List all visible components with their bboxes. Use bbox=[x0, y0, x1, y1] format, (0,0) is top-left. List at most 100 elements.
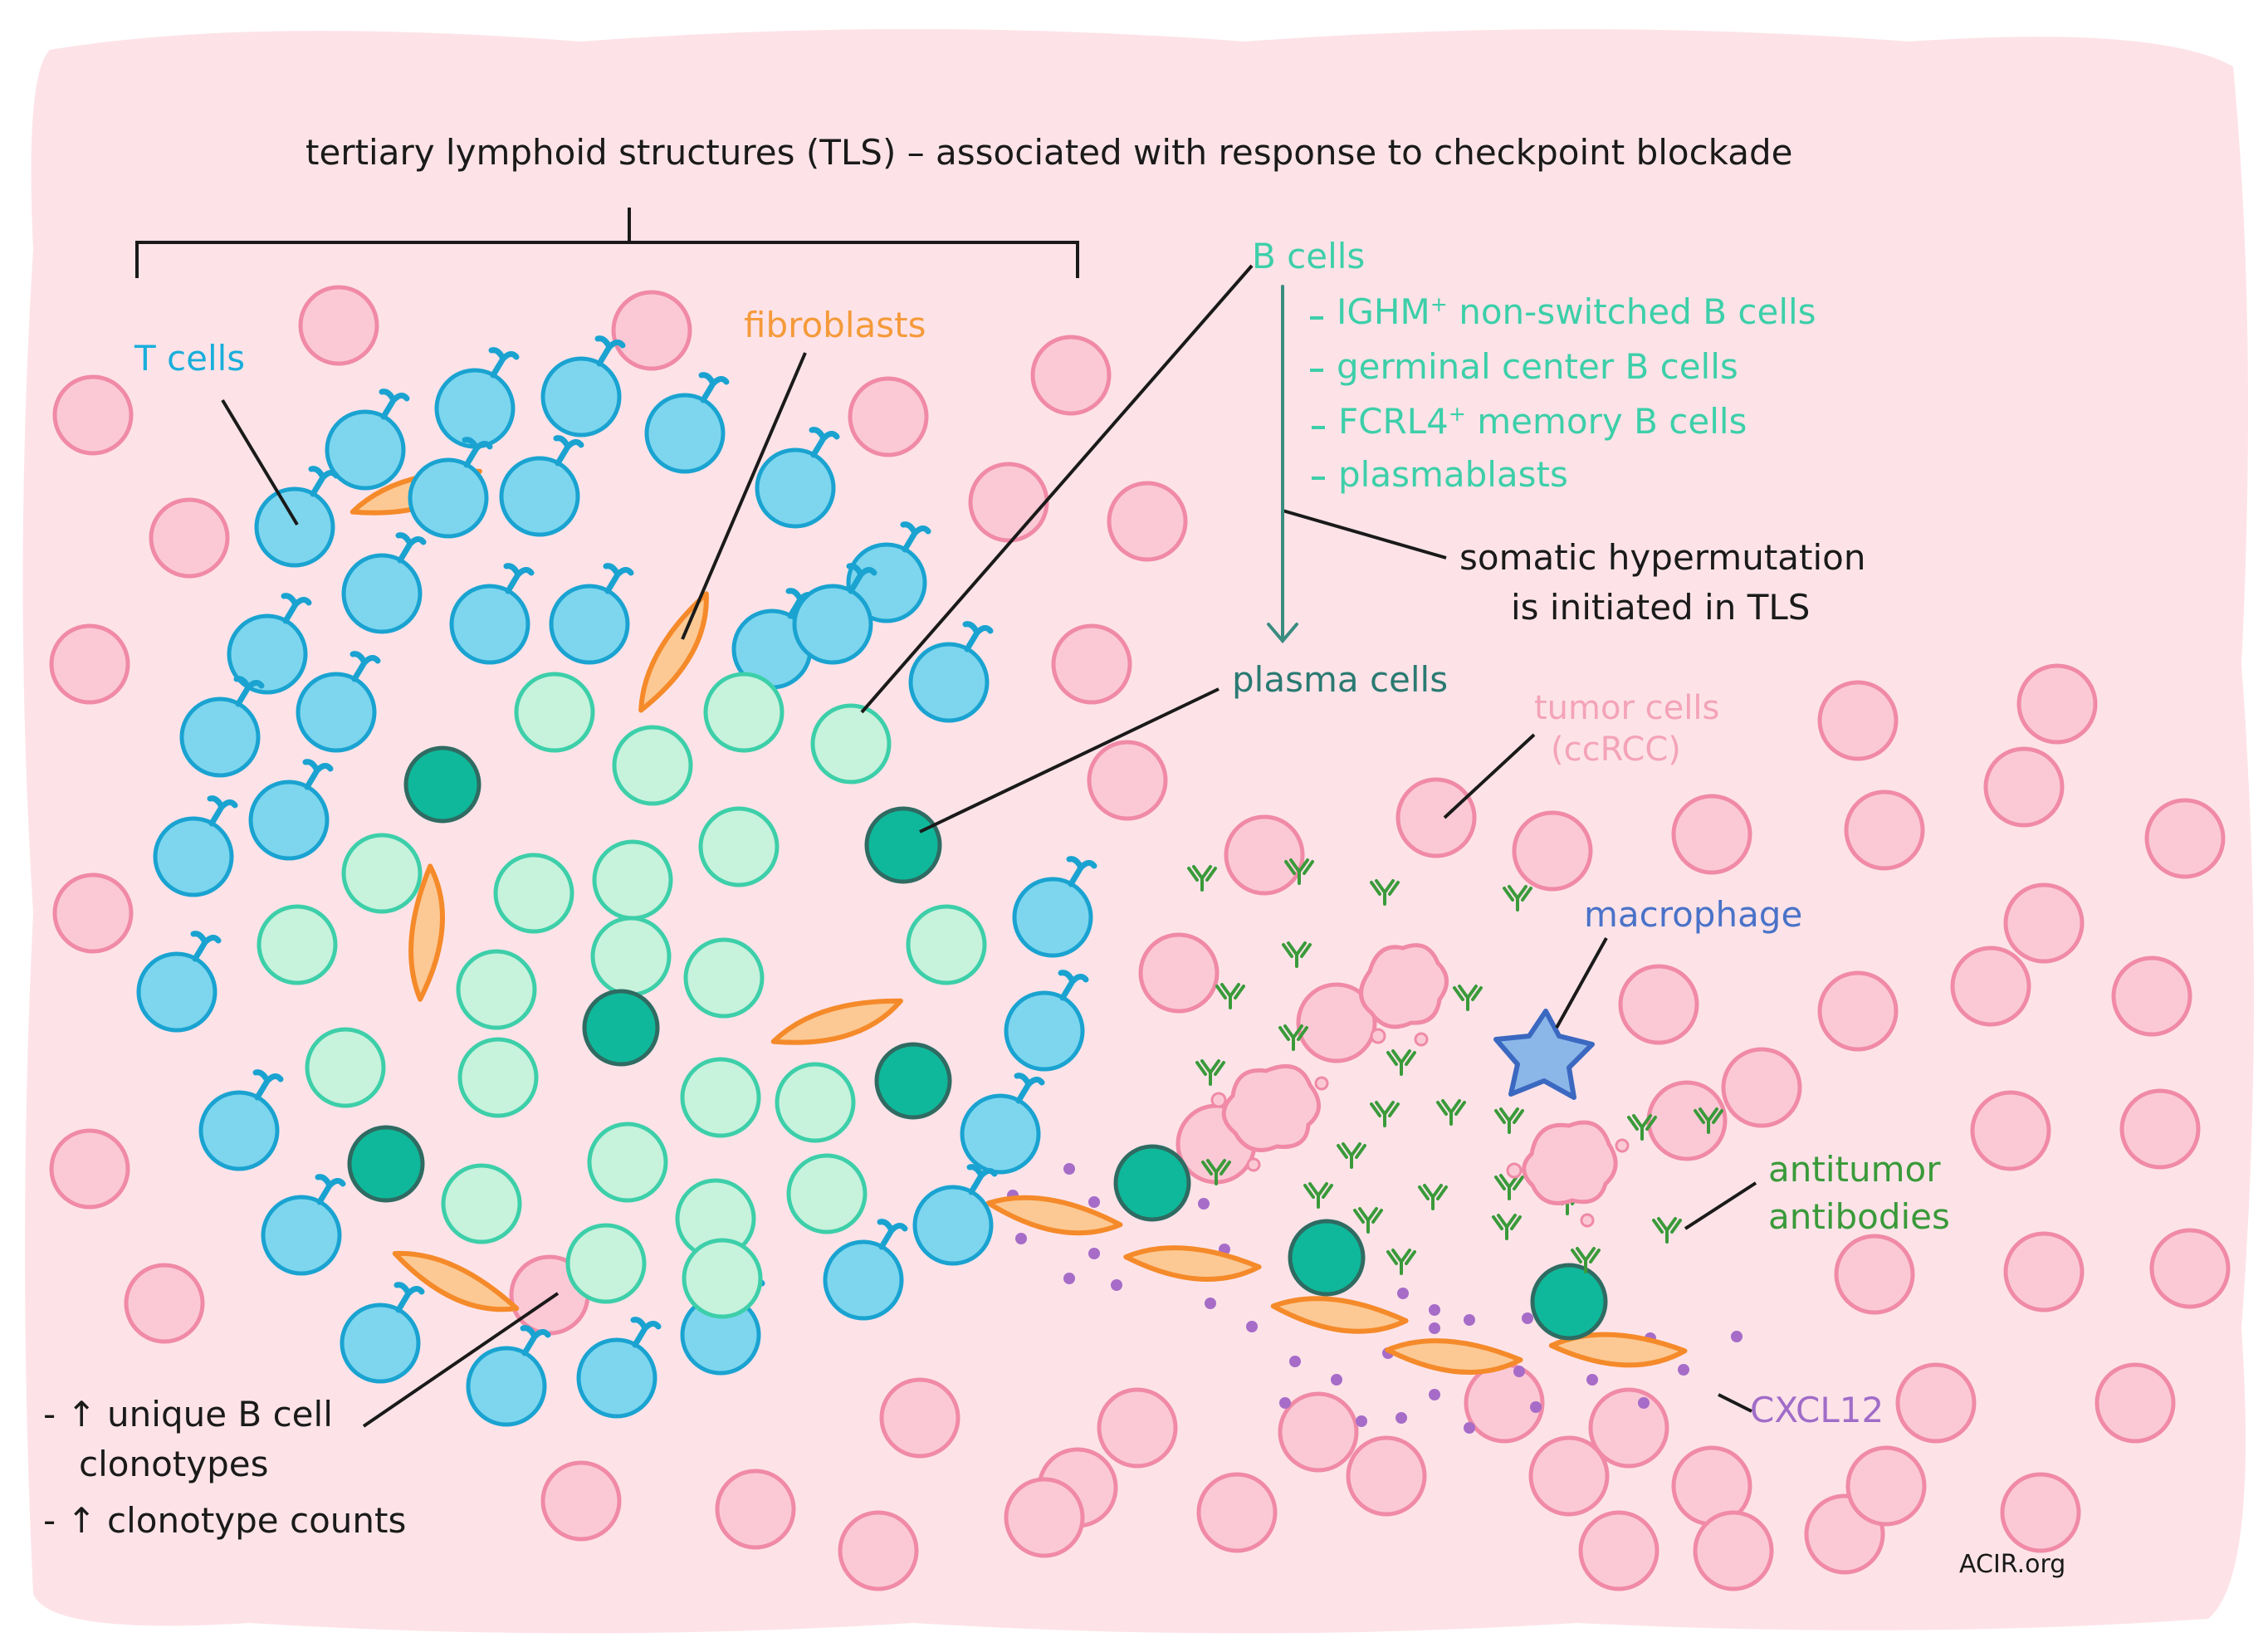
plasma-cell bbox=[1532, 1265, 1606, 1338]
b-cells-leader bbox=[860, 264, 1254, 714]
macrophage-cell bbox=[1493, 1009, 1595, 1100]
b-cell bbox=[458, 951, 535, 1028]
cxcl12-dot bbox=[1678, 1364, 1689, 1376]
tumor-cell bbox=[1280, 1394, 1356, 1470]
plasma-cell bbox=[867, 809, 940, 882]
cxcl12-dot bbox=[1063, 1273, 1075, 1284]
tumor-cell bbox=[151, 500, 227, 576]
cxcl12-dot bbox=[1397, 1288, 1409, 1299]
tumor-cells-label-line1: tumor cells bbox=[1534, 689, 1720, 727]
antitumor-label-line2: antibodies bbox=[1768, 1196, 1950, 1237]
tumor-cell bbox=[1141, 935, 1217, 1011]
tumor-cell bbox=[1836, 1236, 1913, 1312]
cxcl12-dot bbox=[1356, 1415, 1367, 1427]
tumor-cells-label-line2: (ccRCC) bbox=[1551, 731, 1681, 769]
b-cell bbox=[813, 706, 889, 782]
tumor-cell bbox=[2019, 666, 2095, 742]
b-cell bbox=[344, 835, 420, 912]
dying-tumor-cell bbox=[1359, 943, 1449, 1047]
cxcl12-dot bbox=[1289, 1356, 1301, 1367]
cxcl12-dot bbox=[1522, 1312, 1533, 1324]
cxcl12-dot bbox=[1015, 1233, 1027, 1244]
tumor-cell bbox=[2147, 800, 2223, 877]
b-subtype-germinal-center: germinal center B cells bbox=[1337, 346, 1738, 387]
cxcl12-dot bbox=[1205, 1298, 1216, 1309]
b-cell bbox=[908, 907, 985, 983]
b-cell bbox=[443, 1166, 520, 1242]
tumor-cell bbox=[1006, 1479, 1083, 1556]
cxcl12-dot bbox=[1429, 1322, 1440, 1334]
tumor-cell bbox=[1514, 813, 1591, 889]
clonotype-label-line3: - ↑ clonotype counts bbox=[43, 1500, 407, 1541]
tumor-cell bbox=[2002, 1474, 2079, 1551]
tumor-cell bbox=[840, 1513, 916, 1589]
tumor-cell bbox=[1953, 948, 2029, 1024]
tumor-cell bbox=[1972, 1092, 2049, 1169]
tls-bracket bbox=[135, 208, 1079, 278]
t-cells-leader bbox=[221, 398, 299, 526]
tumor-leader bbox=[1443, 733, 1536, 819]
b-cell bbox=[614, 727, 691, 804]
tumor-cell bbox=[1348, 1438, 1425, 1514]
dying-tumor-cell bbox=[1210, 1063, 1329, 1172]
tumor-cell bbox=[2097, 1365, 2173, 1441]
credit-text: ACIR.org bbox=[1959, 1550, 2066, 1579]
antitumor-leader bbox=[1684, 1181, 1757, 1230]
cxcl12-dot bbox=[1279, 1397, 1291, 1409]
tumor-cell bbox=[301, 287, 377, 364]
tumor-cell bbox=[1986, 749, 2062, 825]
tumor-cell bbox=[1226, 817, 1303, 893]
cxcl12-dot bbox=[1530, 1401, 1542, 1413]
tumor-cell bbox=[51, 1131, 128, 1207]
tumor-cell bbox=[1723, 1049, 1800, 1126]
fibroblasts-label: fibroblasts bbox=[744, 305, 926, 345]
tumor-cell bbox=[55, 875, 131, 951]
plasma-cell bbox=[406, 748, 479, 821]
cxcl12-dot bbox=[1513, 1366, 1525, 1377]
tumor-cell bbox=[1820, 682, 1896, 759]
cxcl12-dot bbox=[1464, 1422, 1475, 1434]
tumor-cell bbox=[1846, 792, 1923, 868]
b-cells-label: B cells bbox=[1252, 236, 1366, 276]
cxcl12-dot bbox=[1198, 1198, 1210, 1210]
clonotype-label-line1: - ↑ unique B cell bbox=[43, 1394, 333, 1435]
b-cell bbox=[789, 1156, 865, 1232]
cxcl12-dot bbox=[1063, 1163, 1075, 1175]
plasma-cell bbox=[349, 1127, 423, 1200]
tumor-cell bbox=[970, 464, 1047, 540]
tumor-cell bbox=[1531, 1438, 1607, 1514]
tumor-cell bbox=[717, 1471, 794, 1547]
plasma-cells-leader bbox=[919, 687, 1220, 833]
tumor-cell bbox=[882, 1380, 958, 1456]
tumor-cell bbox=[1620, 966, 1697, 1043]
b-subtype-fcrl4: FCRL4+ memory B cells bbox=[1338, 401, 1747, 442]
tumor-cell bbox=[1398, 780, 1474, 856]
tumor-cell bbox=[1848, 1448, 1924, 1524]
b-cell bbox=[460, 1039, 536, 1116]
plasma-cells-label: plasma cells bbox=[1232, 659, 1449, 700]
tumor-cell bbox=[51, 626, 128, 702]
plasma-cell bbox=[877, 1044, 950, 1117]
antitumor-label-line1: antitumor bbox=[1768, 1149, 1941, 1190]
clonotype-leader bbox=[362, 1292, 560, 1428]
macrophage-label: macrophage bbox=[1584, 894, 1803, 935]
b-cell-differentiation-arrow bbox=[1267, 285, 1298, 644]
shm-label-line2: is initiated in TLS bbox=[1511, 587, 1811, 628]
tumor-cell bbox=[2006, 1234, 2082, 1310]
shm-label-line1: somatic hypermutation bbox=[1459, 537, 1866, 578]
b-subtype-plasmablasts: plasmablasts bbox=[1338, 454, 1568, 495]
b-cell bbox=[777, 1064, 853, 1141]
b-cell bbox=[496, 855, 572, 931]
tumor-cell bbox=[55, 377, 131, 453]
cxcl12-dot bbox=[1088, 1196, 1100, 1208]
b-subtype-ighm: IGHM+ non-switched B cells bbox=[1337, 291, 1816, 332]
fibroblasts-leader bbox=[681, 352, 807, 640]
tumor-cell bbox=[543, 1463, 619, 1539]
tumor-cell bbox=[126, 1265, 203, 1342]
cxcl12-label: CXCL12 bbox=[1750, 1390, 1884, 1430]
b-cell bbox=[259, 907, 335, 983]
cxcl12-dot bbox=[1464, 1314, 1475, 1326]
tumor-cell bbox=[1109, 483, 1185, 560]
tumor-cell bbox=[1089, 742, 1166, 819]
